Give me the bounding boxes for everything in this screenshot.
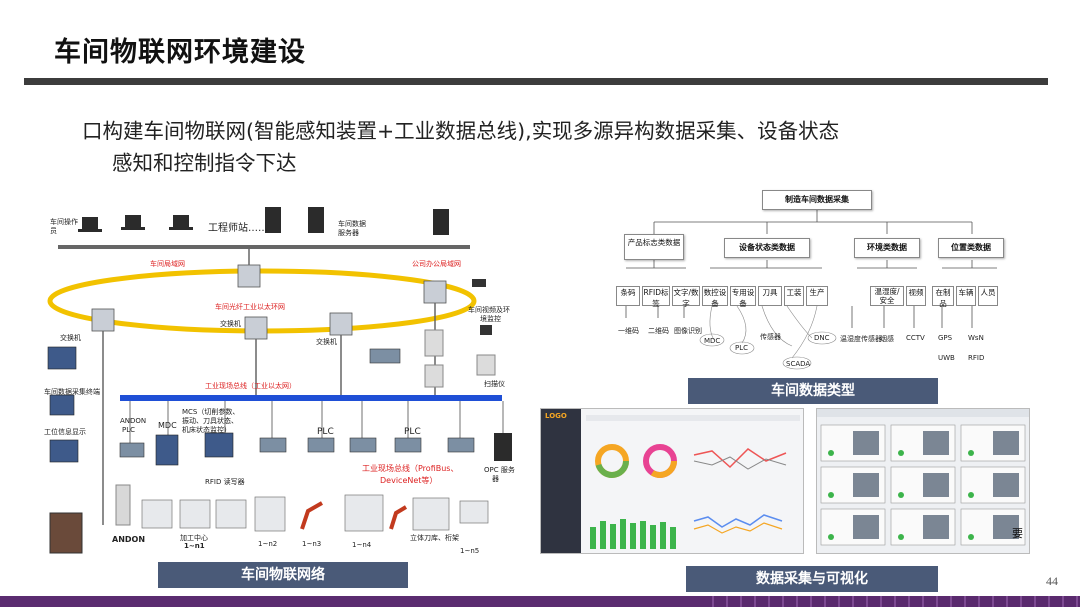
footer-bar [0, 596, 700, 607]
workstation-icons [78, 207, 449, 235]
label-field-bus-2: DeviceNet等） [380, 476, 438, 485]
tree-item-rfid: RFID标签 [642, 286, 670, 308]
network-caption: 车间物联网络 [158, 562, 408, 588]
network-diagram: 车间操作 员 工程师站…… 车间数据 服务器 车间局域网 公司办公局域网 车间光… [40, 195, 535, 590]
label-station-display: 工位信息显示 [44, 428, 86, 436]
label-storage: 立体刀库、桁架 [410, 534, 459, 542]
label-switch-2: 交换机 [220, 320, 241, 328]
tree-leaf-gps: GPS [938, 334, 953, 342]
label-plc-2: PLC [404, 427, 421, 437]
label-ring: 车间光纤工业以太环网 [215, 303, 285, 311]
label-engineer-station: 工程师站…… [208, 223, 268, 234]
label-rfid-reader: RFID 读写器 [205, 478, 245, 486]
label-machining-center-n1: 1~n1 [184, 542, 205, 550]
label-scanner: 扫描仪 [484, 380, 505, 388]
dashboard-logo: LOGO [545, 412, 567, 420]
datatypes-caption: 车间数据类型 [688, 378, 938, 404]
tree-item-cnc: 数控设备 [702, 286, 728, 308]
label-andon-top-plc: PLC [122, 426, 136, 434]
tree-leaf-plc: PLC [735, 344, 749, 352]
label-opc-server-2: 器 [492, 475, 499, 483]
label-machining-center: 加工中心 [180, 534, 208, 542]
tree-item-vehicle: 车辆 [956, 286, 976, 306]
tree-leaf-2d: 二维码 [648, 327, 669, 335]
tree-leaf-scada: SCADA [786, 360, 811, 368]
bullet-line-2: 感知和控制指令下达 [112, 151, 297, 175]
label-data-server: 车间数据 [338, 220, 366, 228]
label-video-monitor: 车间视频及环 [468, 306, 510, 314]
bullet-text: 口构建车间物联网(智能感知装置+工业数据总线),实现多源异构数据采集、设备状态 … [82, 115, 1042, 179]
tree-group-equipment: 设备状态类数据 [724, 238, 810, 258]
tree-leaf-uwb: UWB [938, 354, 955, 362]
dashboard-right-graphics [817, 409, 1029, 546]
label-company-lan: 公司办公局域网 [412, 260, 461, 268]
tree-leaf-image: 图像识别 [674, 327, 702, 335]
label-n2: 1~n2 [258, 540, 278, 548]
label-n5: 1~n5 [460, 547, 480, 555]
label-top-operator: 车间操作 [50, 218, 78, 226]
tree-item-temp: 温湿度/安全 [870, 286, 904, 306]
label-n4: 1~n4 [352, 541, 372, 549]
label-top-operator-2: 员 [50, 227, 57, 235]
label-video-monitor-2: 境监控 [480, 315, 501, 323]
slide-title: 车间物联网环境建设 [54, 37, 306, 68]
tree-item-tool: 刀具 [758, 286, 782, 306]
tree-item-wip: 在制品 [932, 286, 954, 308]
tree-group-product: 产品标志类数据 [624, 234, 684, 260]
label-bus: 工业现场总线（工业以太网） [205, 382, 296, 390]
tree-leaf-mdc: MDC [704, 337, 721, 345]
label-mdc: MDC [158, 421, 177, 430]
page-number: 44 [1046, 574, 1058, 588]
tree-leaf-sensor: 传感器 [760, 333, 781, 341]
dashboard-sidebar [541, 409, 581, 553]
dashboard-left-graphics [586, 415, 800, 549]
label-collection-terminal: 车间数据采集终端 [44, 388, 100, 396]
tree-group-environment: 环境类数据 [854, 238, 920, 258]
dashboard-panel: LOGO [540, 408, 1032, 594]
network-diagram-graphics [47, 207, 512, 554]
tree-root: 制造车间数据采集 [762, 190, 872, 210]
tree-leaf-dnc: DNC [814, 334, 830, 342]
data-types-diagram: 制造车间数据采集 产品标志类数据 设备状态类数据 环境类数据 位置类数据 RFI… [612, 188, 1022, 406]
tree-item-video: 视频 [906, 286, 926, 306]
title-divider [24, 78, 1048, 85]
tree-item-fixture: 工装 [784, 286, 804, 306]
tree-leaf-wsn: WsN [968, 334, 984, 342]
label-n3: 1~n3 [302, 540, 322, 548]
bullet-line-1: 口构建车间物联网(智能感知装置+工业数据总线),实现多源异构数据采集、设备状态 [82, 119, 840, 143]
label-field-bus: 工业现场总线（ProfiBus、 [362, 464, 459, 473]
data-types-connectors [625, 210, 997, 370]
dashboard-corner-text: 要 [1012, 527, 1023, 540]
tree-item-person: 人员 [978, 286, 998, 306]
tree-item-text: 文字/数字 [672, 286, 700, 308]
tree-item-barcode: 条码 [616, 286, 640, 306]
dashboard-caption: 数据采集与可视化 [686, 566, 938, 592]
tree-item-production: 生产 [806, 286, 828, 306]
label-workshop-lan: 车间局域网 [150, 260, 185, 268]
label-opc-server: OPC 服务 [484, 466, 515, 474]
tree-leaf-temp-sensor: 温湿度传感器 [840, 335, 882, 343]
label-data-server-2: 服务器 [338, 229, 359, 237]
label-mcs-1: MCS（切削参数、 [182, 408, 240, 416]
label-mcs-3: 机床状态监控） [182, 426, 231, 434]
tree-leaf-1d: 一维码 [618, 327, 639, 335]
tree-leaf-rfid: RFID [968, 354, 985, 362]
label-mcs-2: 振动、刀具状态、 [182, 417, 238, 425]
dashboard-screen-left: LOGO [540, 408, 804, 554]
label-andon-top: ANDON [120, 417, 147, 425]
tree-leaf-smoke: 烟感 [880, 335, 894, 343]
tree-leaf-cctv: CCTV [906, 334, 925, 342]
label-andon-bottom: ANDON [112, 535, 146, 544]
dashboard-screen-right: 要 [816, 408, 1030, 554]
label-plc-1: PLC [317, 427, 334, 437]
tree-item-special: 专用设备 [730, 286, 756, 308]
tree-group-location: 位置类数据 [938, 238, 1004, 258]
label-switch-1: 交换机 [60, 334, 81, 342]
label-switch-3: 交换机 [316, 338, 337, 346]
